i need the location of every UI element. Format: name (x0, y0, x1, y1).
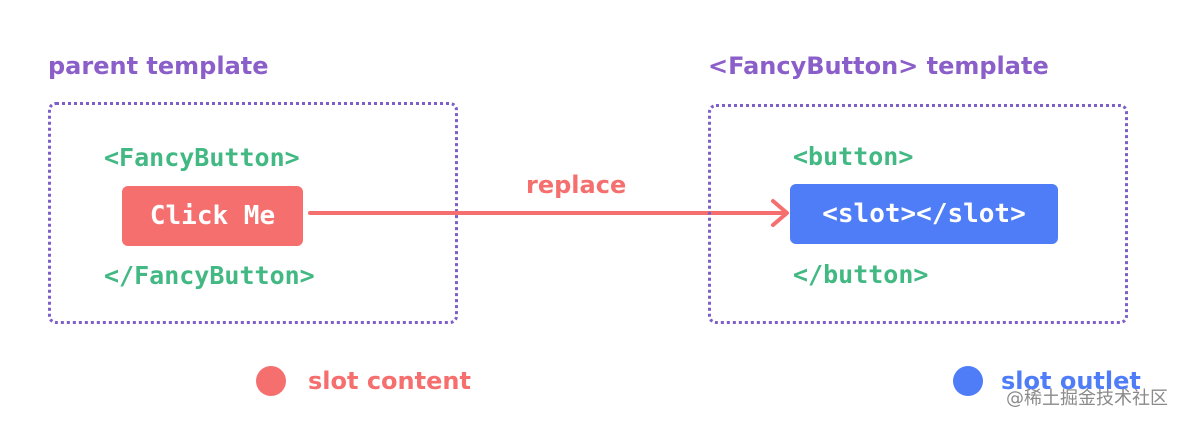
button-open-tag: <button> (793, 142, 914, 171)
slot-outlet-legend-label: slot outlet (1001, 367, 1141, 395)
slot-outlet-legend-dot (953, 366, 983, 396)
slot-content-legend-dot (256, 366, 286, 396)
replace-arrow (308, 199, 789, 227)
fancybutton-template-heading: <FancyButton> template (708, 52, 1049, 80)
fancybutton-close-tag: </FancyButton> (104, 261, 315, 290)
slot-content-button: Click Me (122, 186, 303, 246)
fancybutton-open-tag: <FancyButton> (104, 143, 300, 172)
button-close-tag: </button> (793, 260, 929, 289)
slot-content-legend-label: slot content (308, 367, 471, 395)
parent-template-heading: parent template (48, 52, 269, 80)
slot-outlet-box: <slot></slot> (790, 184, 1058, 244)
watermark: @稀土掘金技术社区 (1006, 388, 1168, 409)
replace-label: replace (526, 171, 627, 199)
fancybutton-template-panel (708, 104, 1128, 324)
